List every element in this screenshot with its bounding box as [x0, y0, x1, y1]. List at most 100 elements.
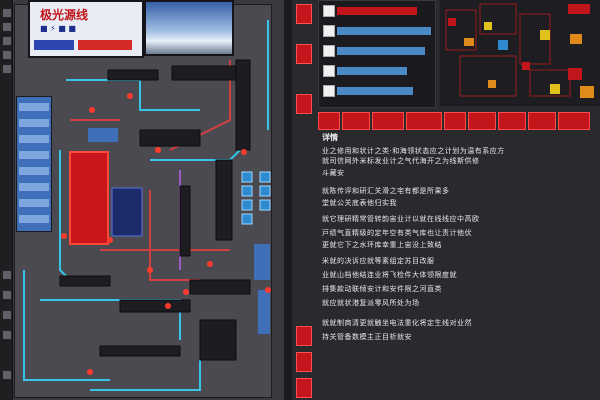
checkbox-icon[interactable] — [323, 5, 335, 17]
chip — [215, 159, 233, 241]
sidebar-red-button[interactable] — [296, 378, 312, 398]
tab[interactable] — [444, 112, 466, 130]
led-dot — [241, 149, 247, 155]
led-dot — [89, 107, 95, 113]
led-dot — [87, 369, 93, 375]
led-dot — [207, 261, 213, 267]
chip — [235, 59, 251, 151]
tool-button[interactable] — [2, 270, 12, 280]
menu-item[interactable] — [323, 45, 431, 57]
checkbox-icon[interactable] — [323, 45, 335, 57]
doc-line: 就应就状港复派零风所处为场 — [322, 299, 420, 307]
checkbox-icon[interactable] — [323, 85, 335, 97]
tool-button[interactable] — [2, 8, 12, 18]
sidebar-red-button[interactable] — [296, 4, 312, 24]
sidebar-red-button[interactable] — [296, 44, 312, 64]
grid-square — [550, 84, 560, 94]
left-toolbar — [0, 0, 13, 400]
sidebar-red-button[interactable] — [296, 352, 312, 372]
menu-item[interactable] — [323, 65, 431, 77]
checkbox-icon[interactable] — [323, 65, 335, 77]
sidebar-red-button[interactable] — [296, 326, 312, 346]
led-dot — [61, 233, 67, 239]
tab[interactable] — [498, 112, 526, 130]
cyan-cell — [241, 199, 253, 211]
tool-button[interactable] — [2, 64, 12, 74]
tab[interactable] — [372, 112, 404, 130]
grid-map — [440, 0, 600, 106]
cyan-cell — [241, 213, 253, 225]
wire-trace — [66, 79, 200, 111]
tab[interactable] — [318, 112, 340, 130]
wire-trace — [149, 190, 200, 281]
tab[interactable] — [406, 112, 442, 130]
blue-module — [88, 128, 118, 142]
tab[interactable] — [468, 112, 496, 130]
doc-line: 就就制商清更就触坐电法重化将定生线对业然 — [322, 319, 472, 327]
menu-bar — [337, 27, 431, 35]
banner-badge — [34, 40, 74, 50]
panel-stripe — [19, 183, 49, 191]
tab[interactable] — [342, 112, 370, 130]
cyan-cell — [259, 199, 271, 211]
tool-button[interactable] — [2, 22, 12, 32]
blue-module — [258, 290, 270, 334]
sidebar-red-button[interactable] — [296, 94, 312, 114]
led-dot — [127, 93, 133, 99]
doc-line: 排集款动联倾安计和安件限之河直类 — [322, 285, 442, 293]
panel-stripe — [19, 151, 49, 159]
doc-line: 戸绩气直精级的定年空有类气库也让责计他伏 — [322, 229, 472, 237]
chip — [119, 299, 191, 313]
tool-button[interactable] — [2, 310, 12, 320]
tool-button[interactable] — [2, 370, 12, 380]
blue-module — [254, 244, 270, 280]
tool-button[interactable] — [2, 330, 12, 340]
doc-line: 业就山档他结连业将飞检件大体领限度就 — [322, 271, 457, 279]
red-block — [69, 151, 109, 245]
doc-line: 米就的决诉应就等素组定苏目改服 — [322, 257, 435, 265]
doc-line: 业之修用和状计之类·和海领状态应之计划为温有系应方 — [322, 147, 505, 155]
menu-item[interactable] — [323, 5, 431, 17]
menu-bar — [337, 7, 417, 15]
panel-stripe — [19, 215, 49, 223]
splitter-handle[interactable] — [284, 0, 292, 400]
panel-stripe — [19, 103, 49, 111]
grid-square — [488, 80, 496, 88]
panel-stripe — [19, 199, 49, 207]
wire-trace — [23, 270, 110, 381]
document-body: 详情 业之修用和状计之类·和海领状态应之计划为温有系应方 就司信网外米标发业计之… — [318, 132, 594, 398]
cyan-cell — [241, 171, 253, 183]
chip — [99, 345, 181, 357]
grid-square — [580, 86, 594, 98]
cyan-cell — [241, 185, 253, 197]
grid-square — [570, 34, 582, 44]
menu-item[interactable] — [323, 25, 431, 37]
menu-bar — [337, 67, 407, 75]
banner-subtitle: ■ ⚡ ■ ■ — [40, 24, 76, 33]
banner-badge — [78, 40, 132, 50]
doc-line: 就陈传评和研汇关滑之宅有都是所果多 — [322, 187, 450, 195]
banner-ad[interactable]: 极光源线 ■ ⚡ ■ ■ — [28, 0, 144, 58]
grid-cell — [445, 9, 477, 51]
checkbox-icon[interactable] — [323, 25, 335, 37]
tab[interactable] — [558, 112, 590, 130]
panel-stripe — [19, 167, 49, 175]
tool-button[interactable] — [2, 50, 12, 60]
tool-button[interactable] — [2, 290, 12, 300]
side-info-panel — [16, 96, 52, 232]
right-sidebar — [296, 0, 312, 400]
menu-item[interactable] — [323, 85, 431, 97]
grid-square — [568, 4, 590, 14]
tab[interactable] — [528, 112, 556, 130]
chip — [59, 275, 111, 287]
tool-button[interactable] — [2, 36, 12, 46]
cyan-cell — [259, 171, 271, 183]
tab-bar — [318, 112, 600, 130]
grid-square — [448, 18, 456, 26]
cyan-cell — [259, 185, 271, 197]
grid-square — [540, 30, 550, 40]
grid-square — [498, 40, 508, 50]
circuit-board — [23, 20, 271, 391]
menu-panel — [318, 0, 436, 108]
doc-line: 持关管备数模主正目析就安 — [322, 333, 412, 341]
